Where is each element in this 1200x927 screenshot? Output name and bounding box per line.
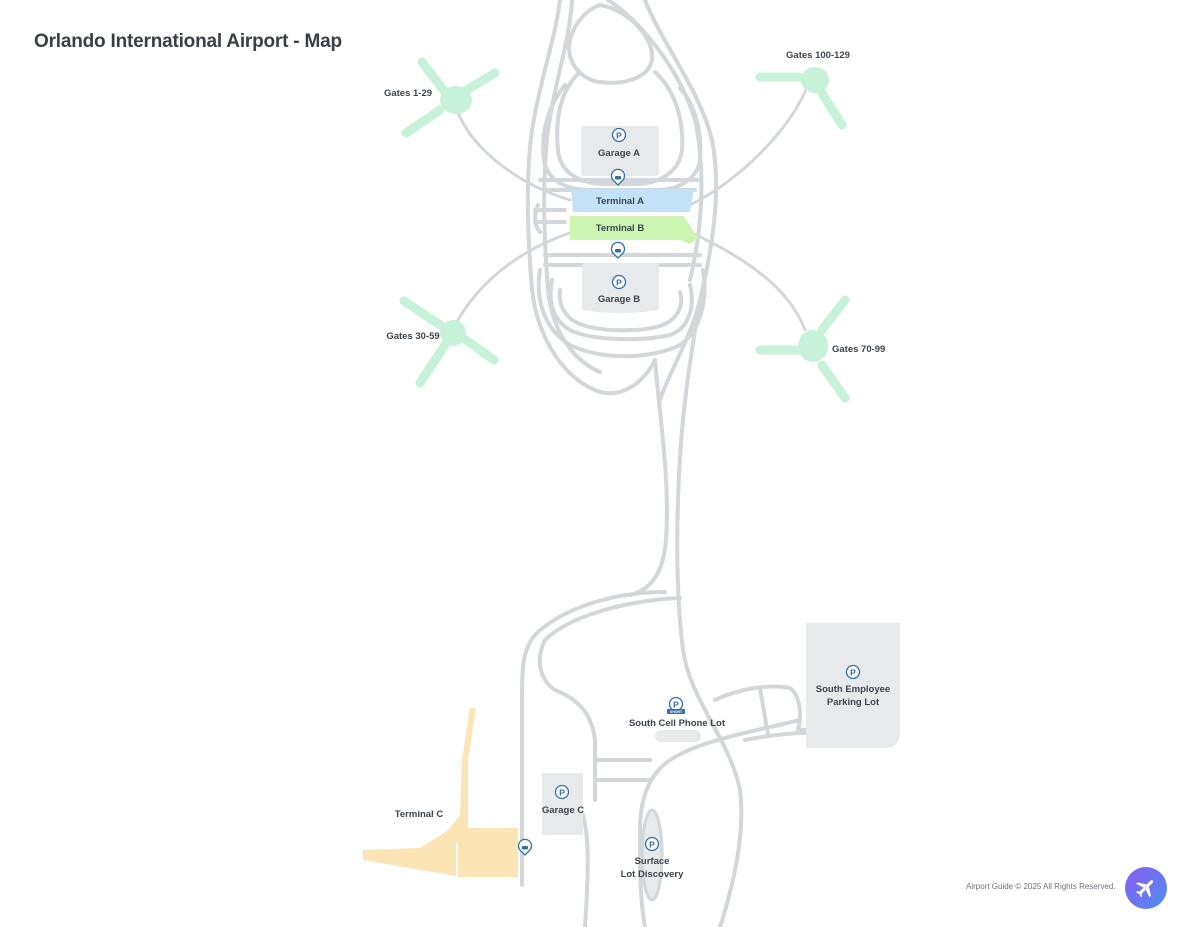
parking-icon[interactable]: P	[554, 784, 570, 800]
gates-30-59-concourse[interactable]	[399, 296, 499, 388]
svg-text:P: P	[673, 700, 679, 710]
garage-c-label: Garage C	[542, 805, 584, 816]
terminal-a-label: Terminal A	[596, 196, 644, 207]
garage-a-block[interactable]	[581, 126, 659, 176]
svg-text:SHORT: SHORT	[670, 710, 683, 714]
parking-icon[interactable]: P	[644, 836, 660, 852]
south-cell-phone-lot-label: South Cell Phone Lot	[629, 718, 726, 729]
surface-lot-label-line1: Surface	[635, 856, 670, 867]
terminal-c-concourse[interactable]	[363, 708, 476, 876]
south-employee-lot-label-line1: South Employee	[816, 684, 890, 695]
gates-30-59-label: Gates 30-59	[386, 331, 439, 342]
gates-1-29-label: Gates 1-29	[384, 88, 432, 99]
airport-guide-logo[interactable]	[1125, 867, 1167, 909]
parking-icon[interactable]: P	[611, 274, 627, 290]
parking-icon[interactable]: P	[611, 127, 627, 143]
parking-icon[interactable]: P	[845, 664, 861, 680]
taxi-icon[interactable]	[610, 168, 626, 186]
terminal-c-label: Terminal C	[395, 809, 444, 820]
south-cell-phone-lot-block[interactable]	[655, 730, 701, 742]
terminal-b-building[interactable]	[570, 216, 698, 244]
gates-1-29-concourse[interactable]	[401, 57, 500, 138]
surface-lot-label-line2: Lot Discovery	[621, 869, 685, 880]
garage-a-label: Garage A	[598, 148, 640, 159]
page-title: Orlando International Airport - Map	[34, 31, 342, 52]
taxi-icon[interactable]	[610, 241, 626, 259]
gates-70-99-concourse[interactable]	[755, 295, 850, 403]
garage-b-label: Garage B	[598, 294, 640, 305]
road-network	[453, 0, 810, 927]
south-employee-lot-block[interactable]	[806, 623, 900, 748]
svg-text:P: P	[850, 668, 856, 678]
gates-100-129-label: Gates 100-129	[786, 50, 850, 61]
svg-text:P: P	[649, 840, 655, 850]
airplane-icon	[1136, 880, 1154, 898]
gates-70-99-label: Gates 70-99	[832, 344, 885, 355]
svg-text:P: P	[559, 788, 565, 798]
svg-text:P: P	[616, 131, 622, 141]
surface-lot-discovery-block[interactable]	[640, 808, 664, 902]
taxi-icon[interactable]	[517, 838, 533, 856]
terminal-b-label: Terminal B	[596, 223, 645, 234]
copyright-text: Airport Guide © 2025 All Rights Reserved…	[966, 882, 1116, 891]
south-employee-lot-label-line2: Parking Lot	[827, 697, 880, 708]
gates-100-129-concourse[interactable]	[755, 67, 847, 130]
short-term-parking-icon[interactable]: P SHORT	[667, 696, 685, 715]
garage-c-block[interactable]	[542, 773, 583, 835]
svg-text:P: P	[616, 278, 622, 288]
terminal-a-building[interactable]	[571, 189, 694, 212]
terminal-c-building[interactable]	[458, 828, 518, 877]
